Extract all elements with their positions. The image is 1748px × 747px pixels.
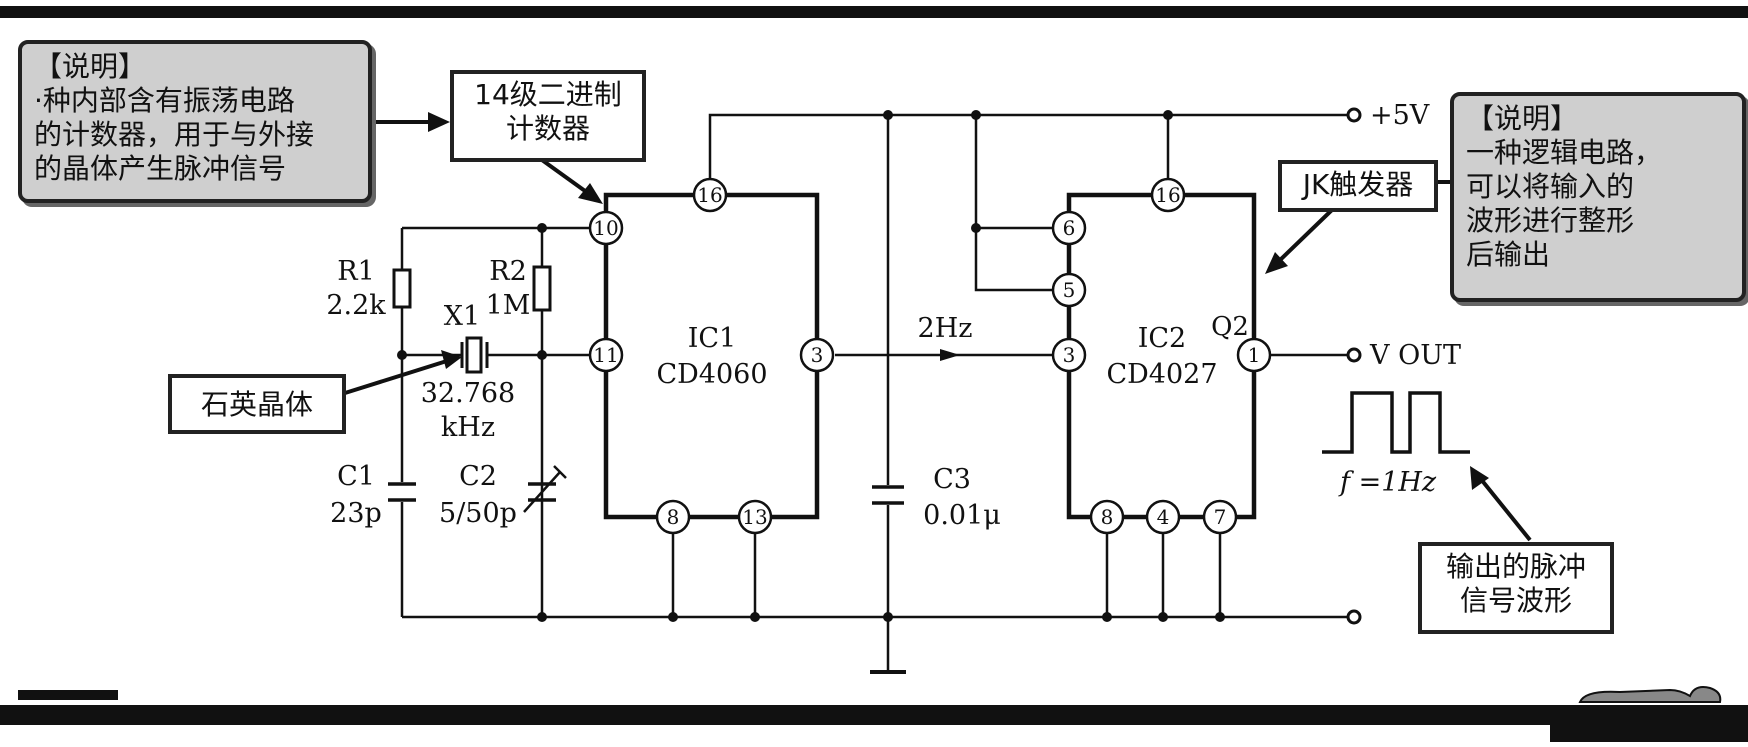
c2-value: 5/50p xyxy=(439,498,517,529)
junctions xyxy=(397,110,1225,622)
ic2-body xyxy=(1066,192,1257,520)
bottom-right-mark xyxy=(1550,725,1748,742)
r1-value: 2.2k xyxy=(326,290,386,321)
ic1-pins xyxy=(588,177,835,535)
q2-label: Q2 xyxy=(1211,312,1249,342)
note-right-line-2: 可以将输入的 xyxy=(1466,170,1635,203)
output-label-line-2: 信号波形 xyxy=(1459,584,1572,617)
ic1-pin-3: 3 xyxy=(811,343,824,367)
r2-name: R2 xyxy=(489,256,527,287)
ic2-pin-6: 6 xyxy=(1063,216,1076,240)
ic2-pin-8: 8 xyxy=(1101,505,1114,529)
crystal-label-line-1: 石英晶体 xyxy=(200,388,313,421)
top-border xyxy=(0,6,1748,18)
x1-value: 32.768 xyxy=(421,378,515,409)
bottom-border xyxy=(0,705,1748,725)
output-label-box: 输出的脉冲 信号波形 xyxy=(1418,542,1614,634)
note-right-title: 【说明】 xyxy=(1466,102,1579,135)
ic1-pin-16: 16 xyxy=(697,183,722,207)
ic2-pin-5: 5 xyxy=(1063,278,1076,302)
freq-out-label: f =1Hz xyxy=(1338,467,1437,498)
ic2-pins xyxy=(1051,177,1272,535)
c1-value: 23p xyxy=(330,498,382,529)
ic-labels: IC1 CD4060 IC2 CD4027 xyxy=(656,323,1217,390)
r2-value: 1M xyxy=(486,290,531,321)
ic2-pin-16: 16 xyxy=(1155,183,1180,207)
capacitors xyxy=(388,465,904,513)
note-right-box: 【说明】 一种逻辑电路， 可以将输入的 波形进行整形 后输出 xyxy=(1450,92,1746,302)
wires xyxy=(400,113,1470,674)
x1-unit: kHz xyxy=(441,412,495,443)
crystal-symbol xyxy=(460,336,489,374)
note-left-line-1: ·种内部含有振荡电路 xyxy=(34,84,295,117)
signal-arrow xyxy=(940,349,960,361)
counter-label-box: 14级二进制 计数器 xyxy=(450,70,646,162)
output-label-line-1: 输出的脉冲 xyxy=(1445,550,1586,583)
callout-arrows xyxy=(344,120,1532,542)
note-left-line-2: 的计数器，用于与外接 xyxy=(34,118,315,151)
r1-body xyxy=(392,268,412,309)
counter-label-line-2: 计数器 xyxy=(505,112,590,145)
r1-name: R1 xyxy=(337,256,375,287)
freq-mid-label: 2Hz xyxy=(918,313,973,344)
note-left-title: 【说明】 xyxy=(34,50,147,83)
vout-label: V OUT xyxy=(1369,340,1461,371)
pen-decoration xyxy=(1578,686,1722,703)
c3-value: 0.01μ xyxy=(923,500,1001,531)
gnd-terminal xyxy=(1346,609,1362,625)
ic1-body xyxy=(603,192,820,520)
jk-label-box: JK触发器 xyxy=(1278,160,1438,212)
ic1-pin-8: 8 xyxy=(667,505,680,529)
r2-body xyxy=(532,265,552,312)
ic1-pin-labels: 16 10 11 3 8 13 xyxy=(593,183,823,529)
note-left-box: 【说明】 ·种内部含有振荡电路 的计数器，用于与外接 的晶体产生脉冲信号 xyxy=(18,40,372,203)
vcc-terminal xyxy=(1346,107,1362,123)
c3-name: C3 xyxy=(933,464,971,495)
bottom-left-mark xyxy=(18,690,118,700)
note-right-line-4: 后输出 xyxy=(1466,238,1551,271)
ic2-name: IC2 xyxy=(1138,323,1187,354)
terminals xyxy=(1346,107,1362,625)
ic2-pin-labels: 16 6 5 3 1 8 4 7 xyxy=(1063,183,1261,529)
note-left-line-3: 的晶体产生脉冲信号 xyxy=(34,152,287,185)
counter-label-line-1: 14级二进制 xyxy=(474,78,622,111)
note-right-line-1: 一种逻辑电路， xyxy=(1466,136,1663,169)
ic1-pin-13: 13 xyxy=(742,505,767,529)
note-right-line-3: 波形进行整形 xyxy=(1466,204,1635,237)
c2-name: C2 xyxy=(459,461,497,492)
c1-name: C1 xyxy=(337,461,375,492)
vcc-label: +5V xyxy=(1370,100,1430,131)
component-labels: R1 2.2k R2 1M X1 32.768 kHz C1 23p C2 5/… xyxy=(326,256,1000,531)
ic2-part: CD4027 xyxy=(1106,359,1217,390)
ic1-pin-10: 10 xyxy=(593,216,618,240)
crystal-label-box: 石英晶体 xyxy=(168,374,346,434)
jk-label-line-1: JK触发器 xyxy=(1302,168,1414,201)
ic2-pin-1: 1 xyxy=(1248,343,1261,367)
ic2-pin-4: 4 xyxy=(1157,505,1170,529)
ic2-pin-7: 7 xyxy=(1214,505,1227,529)
signal-labels: +5V V OUT f =1Hz xyxy=(1338,100,1461,498)
ic1-part: CD4060 xyxy=(656,359,767,390)
ic1-name: IC1 xyxy=(688,323,737,354)
vout-terminal xyxy=(1346,347,1362,363)
ic2-pin-3: 3 xyxy=(1063,343,1076,367)
x1-name: X1 xyxy=(444,301,480,332)
ic1-pin-11: 11 xyxy=(593,343,618,367)
